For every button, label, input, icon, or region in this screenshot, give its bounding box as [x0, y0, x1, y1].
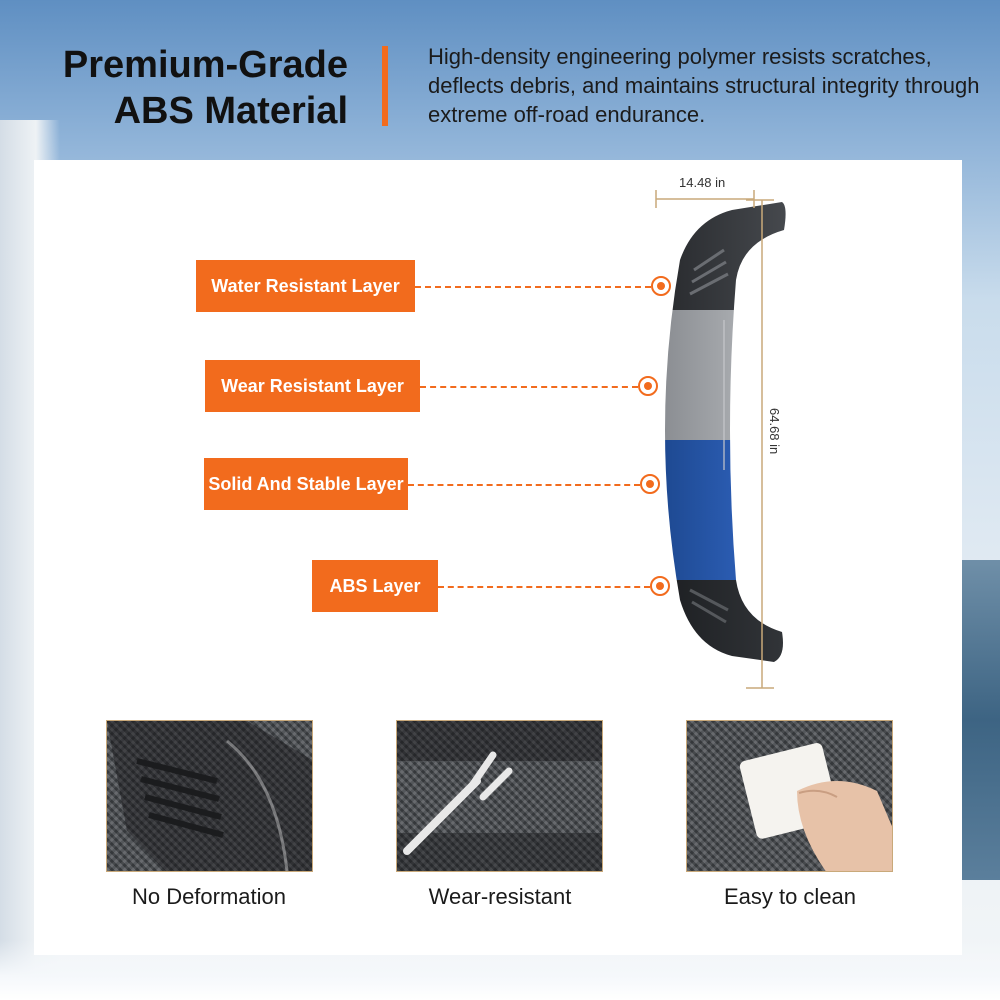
- marker-abs: [650, 576, 670, 596]
- callout-line-abs: [438, 586, 650, 588]
- marker-water-resistant: [651, 276, 671, 296]
- wear-resistant-image: [396, 720, 603, 872]
- callout-line-wear-resistant: [420, 386, 638, 388]
- layer-label-abs: ABS Layer: [312, 560, 438, 612]
- callout-line-solid-stable: [408, 484, 640, 486]
- easy-to-clean-image: [686, 720, 893, 872]
- width-dimension-label: 14.48 in: [679, 175, 726, 190]
- background-sea: [960, 560, 1000, 880]
- page-title: Premium-Grade ABS Material: [40, 42, 348, 134]
- height-dimension-label: 64.68 in: [767, 408, 782, 455]
- product-panel: 14.48 in 64.68 in Water Resistant Layer …: [34, 160, 962, 955]
- no-deformation-image: [106, 720, 313, 872]
- wipe-clean-photo-icon: [739, 743, 892, 871]
- dimension-lines: [655, 190, 774, 689]
- feature-caption-no-deformation: No Deformation: [131, 884, 287, 909]
- deformation-photo-icon: [107, 721, 312, 871]
- title-line-1: Premium-Grade: [62, 44, 348, 86]
- layer-label-wear-resistant: Wear Resistant Layer: [205, 360, 420, 412]
- feature-caption-easy-to-clean: Easy to clean: [723, 884, 857, 909]
- marker-solid-stable: [640, 474, 660, 494]
- feature-caption-wear-resistant: Wear-resistant: [428, 884, 572, 909]
- layer-label-water-resistant: Water Resistant Layer: [196, 260, 415, 312]
- wrench-scratch-photo-icon: [397, 721, 602, 871]
- fender-diagram: [665, 202, 786, 662]
- layer-label-solid-stable: Solid And Stable Layer: [204, 458, 408, 510]
- title-divider: [382, 46, 388, 126]
- page-description: High-density engineering polymer resists…: [428, 44, 980, 127]
- title-line-2: ABS Material: [113, 90, 348, 132]
- callout-line-water-resistant: [415, 286, 651, 288]
- marker-wear-resistant: [638, 376, 658, 396]
